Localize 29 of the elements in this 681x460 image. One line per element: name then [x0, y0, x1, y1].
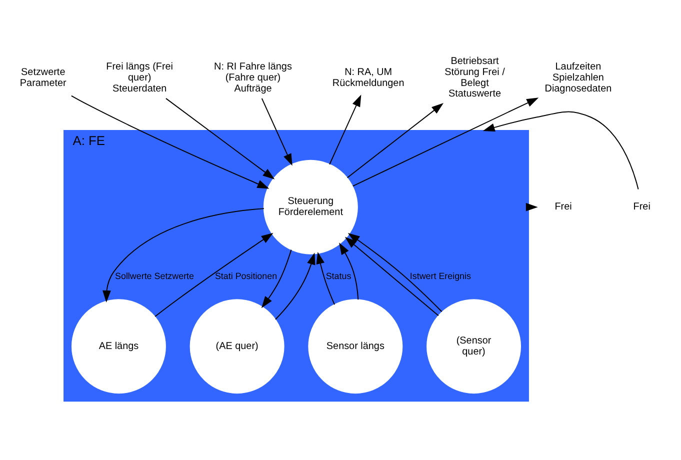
arrow	[352, 97, 539, 186]
arrow	[102, 208, 264, 302]
arrow	[261, 97, 292, 166]
node-text: Frei	[554, 201, 572, 212]
node-text: Laufzeiten Spielzahlen Diagnosedaten	[544, 60, 612, 94]
node-text: Setzwerte Parameter	[20, 66, 66, 88]
node-circle: (Sensor quer)	[426, 298, 522, 394]
arrow	[154, 232, 274, 316]
node-circle: AE längs	[71, 298, 166, 394]
node-text: N: RA, UM Rückmeldungen	[332, 66, 404, 88]
node-text: Frei längs (Frei quer) Steuerdaten	[106, 60, 174, 94]
arrow	[482, 110, 639, 190]
node-text: N: RI Fahre längs (Fahre quer) Aufträge	[214, 60, 292, 94]
arrow	[339, 242, 359, 300]
arrow	[346, 102, 444, 178]
edge-label: Sollwerte Setzwerte	[115, 270, 194, 280]
edge-label: Istwert Ereignis	[410, 270, 471, 280]
node-text: Frei	[633, 201, 650, 212]
arrow	[329, 94, 362, 164]
arrow	[316, 251, 336, 305]
edge-label: Stati Positionen	[214, 270, 278, 280]
node-circle: Sensor längs	[308, 298, 403, 394]
arrow	[261, 248, 292, 308]
arrow	[165, 97, 275, 179]
node-text: Betriebsart Störung Frei / Belegt Statuswerte	[444, 55, 505, 100]
arrow	[70, 94, 270, 188]
node-circle: (AE quer)	[190, 298, 284, 394]
arrow	[274, 252, 316, 320]
edge-label: Status	[326, 270, 352, 280]
